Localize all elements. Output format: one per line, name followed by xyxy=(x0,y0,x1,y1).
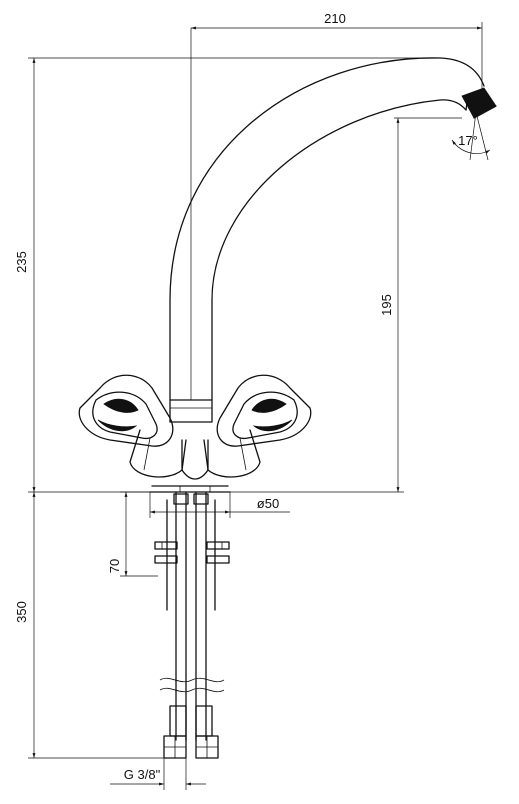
left-handle xyxy=(78,374,187,478)
dimension-label: G 3/8" xyxy=(124,767,161,782)
supply-hoses xyxy=(159,491,225,741)
dimension-total-height: 235 xyxy=(14,57,440,493)
hose-end-fittings xyxy=(163,705,219,759)
dimension-label: 210 xyxy=(324,11,346,26)
dimension-label: ø50 xyxy=(257,496,279,511)
dimension-mount-depth: 70 xyxy=(107,491,158,577)
dimension-label: 70 xyxy=(107,559,122,573)
dimension-label: 195 xyxy=(379,294,394,316)
dimension-spout-clearance: 195 xyxy=(230,117,462,493)
mounting-nuts xyxy=(154,541,230,564)
right-handle xyxy=(203,374,312,478)
dimension-thread: G 3/8" xyxy=(110,758,206,790)
dimension-label: 17° xyxy=(458,133,478,148)
spout xyxy=(169,57,497,423)
dimension-label: 235 xyxy=(14,251,29,273)
dimension-spout-angle: 17° xyxy=(451,111,491,161)
faucet-base xyxy=(149,439,231,493)
dimension-hose-length: 350 xyxy=(14,492,164,759)
aerator xyxy=(461,87,497,119)
dimension-spout-reach: 210 xyxy=(190,11,483,400)
dimension-label: 350 xyxy=(14,601,29,623)
dimension-base-diameter: ø50 xyxy=(149,492,290,518)
